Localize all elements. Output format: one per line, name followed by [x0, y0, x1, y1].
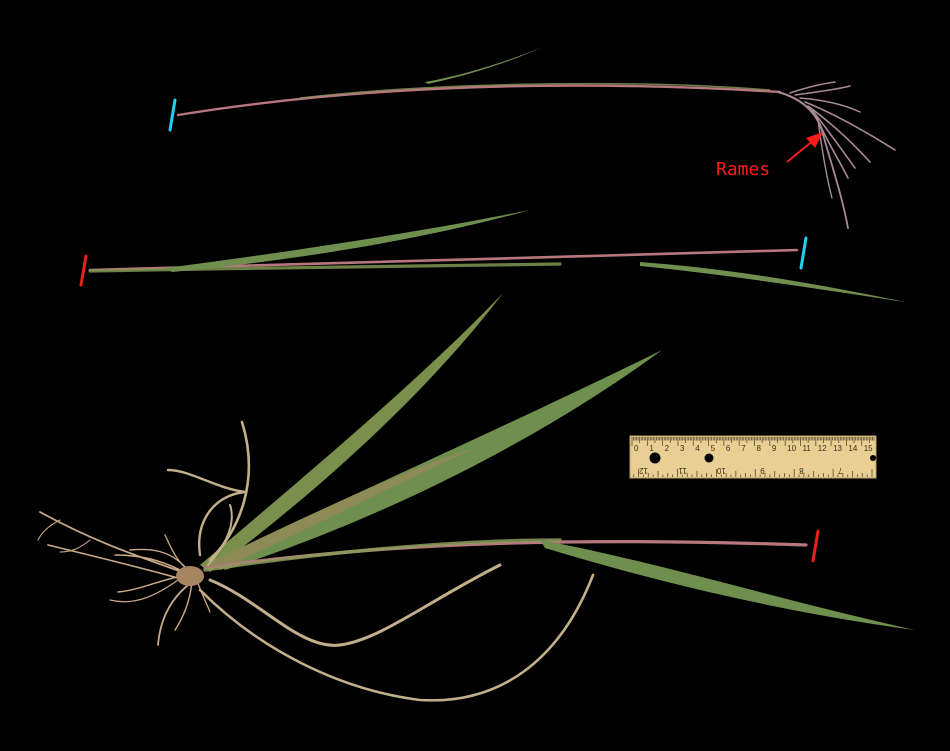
annotation-arrow-line: [786, 139, 815, 163]
ruler-cm-label: 9: [772, 444, 777, 453]
ruler-hole-middle: [704, 453, 714, 463]
ruler-cm-label: 3: [680, 444, 685, 453]
red-marker-bottom: [811, 529, 820, 563]
ruler-hole-right: [870, 455, 876, 461]
annotation-label: Rames: [716, 159, 770, 180]
cut-markers: [79, 98, 820, 563]
ruler-inch-label: 10: [716, 466, 725, 475]
middle-culm-sheath: [88, 262, 562, 273]
dry-leaf-2: [198, 573, 595, 702]
cyan-marker-top: [168, 98, 177, 132]
ruler-inch-label: 7: [838, 466, 843, 475]
ruler-hole-left: [649, 452, 661, 464]
middle-leaf-blade-upper: [165, 210, 530, 272]
ruler-cm-label: 12: [818, 444, 827, 453]
ruler-inch-label: 11: [678, 466, 687, 475]
top-leaf-blade: [425, 47, 543, 84]
panicle: [777, 81, 896, 229]
root-crown: [176, 566, 204, 586]
ruler-cm-label: 6: [726, 444, 731, 453]
ruler-body: [629, 435, 877, 479]
top-culm-sheath: [299, 82, 771, 99]
ruler-cm-label: 11: [802, 444, 811, 453]
ruler-cm-label: 14: [848, 444, 857, 453]
ruler-inch-label: 8: [799, 466, 804, 475]
basal-leaf-3: [210, 447, 478, 570]
dry-leaf-1: [208, 563, 502, 647]
basal-leaf-1: [200, 293, 503, 572]
ruler-cm-label: 15: [864, 444, 873, 453]
ruler-inch-label: 12: [639, 466, 648, 475]
ruler-cm-label: 2: [665, 444, 670, 453]
ruler-cm-label: 5: [711, 444, 716, 453]
ruler-cm-label: 8: [757, 444, 762, 453]
top-culm-stem: [176, 84, 782, 117]
ruler-cm-label: 13: [833, 444, 842, 453]
annotation-arrow-head: [806, 132, 823, 148]
top-culm-with-panicle: [176, 47, 896, 229]
ruler-ticks: [631, 437, 875, 477]
rames-annotation: Rames: [716, 132, 823, 180]
basal-culm-sheath: [203, 538, 562, 572]
root-system: [37, 511, 211, 646]
basal-plant: [37, 293, 915, 702]
ruler-cm-label: 10: [787, 444, 796, 453]
basal-culm: [203, 540, 808, 570]
ruler-cm-label: 7: [741, 444, 746, 453]
dry-leaf-5: [207, 504, 233, 566]
middle-culm: [88, 210, 905, 302]
dry-leaf-4: [166, 468, 246, 557]
ruler-cm-label: 1: [649, 444, 654, 453]
middle-leaf-blade-lower: [640, 262, 905, 302]
cyan-marker-middle: [799, 236, 808, 270]
ruler-cm-label: 0: [634, 444, 639, 453]
red-marker-middle: [79, 254, 88, 287]
ruler-cm-label: 4: [695, 444, 700, 453]
basal-leaf-4: [540, 540, 915, 630]
ruler-bottom-labels: 12 11 10 9 8 7: [639, 466, 843, 475]
ruler-inch-label: 9: [760, 466, 765, 475]
